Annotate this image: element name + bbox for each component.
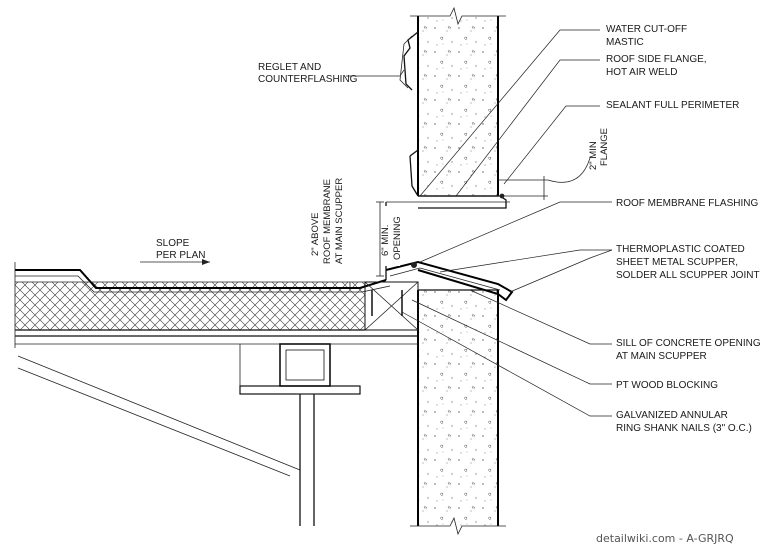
label-line: AT MAIN SCUPPER	[616, 351, 707, 362]
label-sealant: SEALANT FULL PERIMETER	[606, 100, 739, 111]
label-line: ROOF SIDE FLANGE,	[606, 54, 707, 65]
label-line: ROOF MEMBRANE	[322, 179, 333, 264]
label-line: THERMOPLASTIC COATED	[616, 244, 745, 255]
label-line: SHEET METAL SCUPPER,	[616, 257, 738, 268]
label-line: 2" MIN	[588, 141, 599, 170]
leader-lines	[140, 29, 613, 417]
label-line: PER PLAN	[156, 250, 205, 261]
label-water-cutoff: WATER CUT-OFF MASTIC	[606, 24, 687, 48]
label-line: REGLET AND	[258, 62, 321, 73]
label-slope: SLOPE PER PLAN	[156, 238, 205, 261]
label-wood-blocking: PT WOOD BLOCKING	[616, 380, 718, 391]
label-line: WATER CUT-OFF	[606, 24, 687, 35]
concrete-wall-lower	[410, 289, 506, 536]
label-line: COUNTERFLASHING	[258, 74, 358, 85]
label-line: 2" ABOVE	[310, 212, 321, 256]
label-line: ROOF MEMBRANE FLASHING	[616, 198, 758, 209]
roof-assembly	[14, 262, 419, 348]
label-sill: SILL OF CONCRETE OPENING AT MAIN SCUPPER	[616, 338, 760, 362]
label-line: HOT AIR WELD	[606, 67, 678, 78]
steel-framing	[17, 343, 361, 526]
label-line: SLOPE	[156, 238, 190, 249]
scupper-assembly	[385, 193, 514, 302]
label-line: MASTIC	[606, 37, 644, 48]
label-min-flange: 2" MIN FLANGE	[588, 128, 610, 170]
label-line: RING SHANK NAILS (3" O.C.)	[616, 423, 752, 434]
label-roof-membrane-flashing: ROOF MEMBRANE FLASHING	[616, 198, 758, 209]
label-above-scupper: 2" ABOVE ROOF MEMBRANE AT MAIN SCUPPER	[310, 178, 345, 264]
label-line: SOLDER ALL SCUPPER JOINTS	[616, 270, 760, 281]
label-roof-side-flange: ROOF SIDE FLANGE, HOT AIR WELD	[606, 54, 707, 78]
flange-dimension	[498, 157, 591, 200]
reglet-counterflashing	[399, 31, 419, 197]
label-line: AT MAIN SCUPPER	[334, 178, 345, 264]
label-line: FLANGE	[599, 128, 610, 166]
label-line: OPENING	[392, 216, 403, 260]
label-line: GALVANIZED ANNULAR	[616, 410, 728, 421]
opening-dimension	[349, 201, 400, 288]
label-opening: 6" MIN. OPENING	[380, 216, 403, 260]
label-line: SEALANT FULL PERIMETER	[606, 100, 739, 111]
label-reglet: REGLET AND COUNTERFLASHING	[258, 62, 358, 85]
label-nails: GALVANIZED ANNULAR RING SHANK NAILS (3" …	[616, 410, 752, 434]
watermark: detailwiki.com - A-GRJRQ	[596, 532, 734, 545]
label-line: SILL OF CONCRETE OPENING	[616, 338, 760, 349]
label-scupper: THERMOPLASTIC COATED SHEET METAL SCUPPER…	[616, 244, 760, 281]
label-line: 6" MIN.	[380, 225, 391, 256]
concrete-wall-upper	[410, 6, 506, 197]
label-line: PT WOOD BLOCKING	[616, 380, 718, 391]
